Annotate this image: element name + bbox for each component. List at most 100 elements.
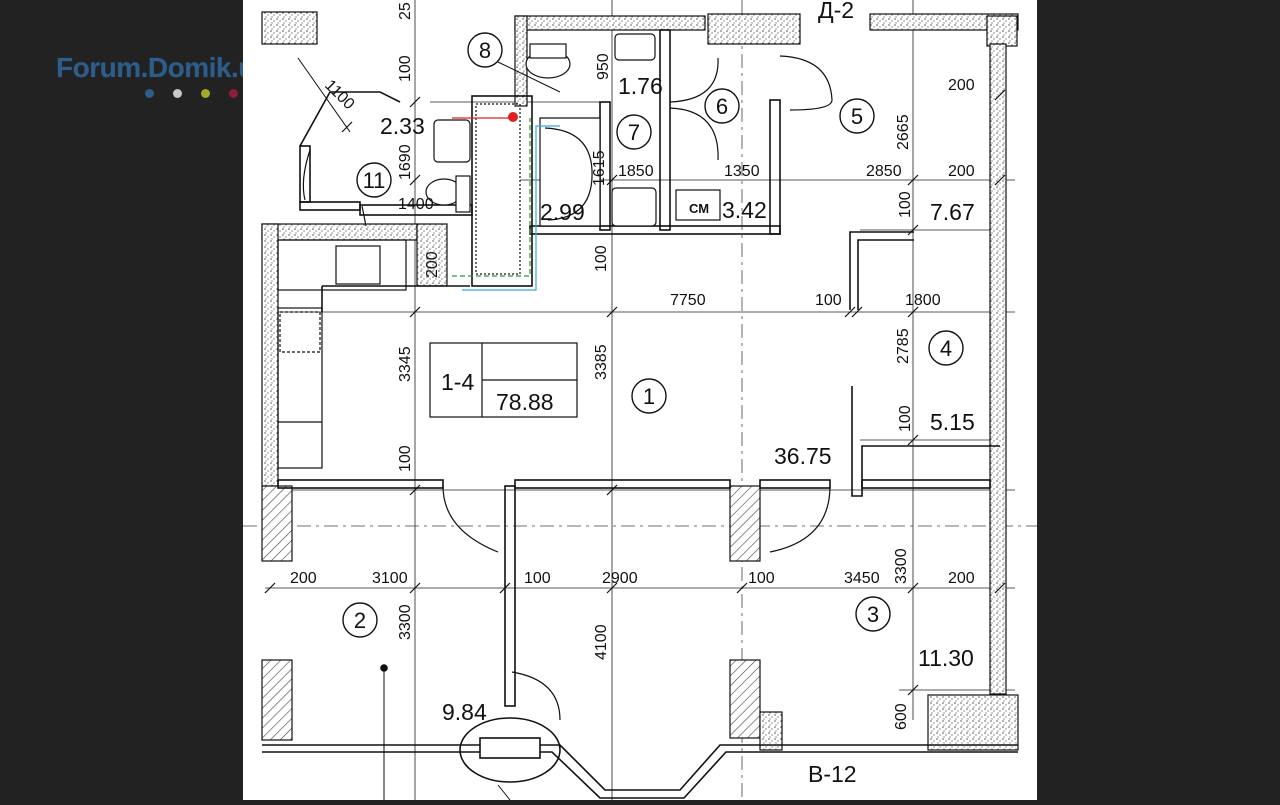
dim-label: 600: [893, 703, 910, 730]
dim-label: 200: [424, 251, 441, 278]
apartment-total-area: 78.88: [496, 389, 554, 415]
area-room-5: 7.67: [930, 199, 975, 225]
room-number-2: 2: [354, 608, 366, 633]
bathtub-icon: [539, 117, 601, 227]
leader-line: [497, 61, 561, 93]
dim-label: 200: [948, 77, 975, 94]
dim-label: 100: [593, 245, 610, 272]
partition-wall: [529, 225, 781, 235]
area-main: 36.75: [774, 443, 832, 469]
dim-label: 200: [948, 570, 975, 587]
dim-label: 200: [290, 570, 317, 587]
wall-block: [729, 659, 761, 739]
logo-dot-burgundy: [229, 89, 238, 98]
room-numbers: 1 2 3 4 5 6 7 8 11: [354, 38, 952, 633]
dim-label: 100: [815, 292, 842, 309]
room-number-5: 5: [851, 104, 863, 129]
pipe-blue: [462, 125, 560, 291]
wall-block: [514, 15, 528, 107]
area-laundry: 3.42: [722, 197, 767, 223]
door-swing: [442, 485, 499, 553]
pipe-riser: [508, 112, 518, 122]
room-number-7: 7: [628, 120, 640, 145]
dim-label: 100: [748, 570, 775, 587]
kitchen-cabinet: [277, 239, 407, 291]
dim-label: 100: [897, 191, 914, 218]
dim-label: 1800: [905, 292, 941, 309]
dim-label: 100: [897, 405, 914, 432]
logo-dot-blue: [145, 89, 154, 98]
wall-block: [261, 11, 318, 45]
area-wc-top: 1.76: [618, 73, 663, 99]
wall-block: [261, 659, 293, 741]
leader-line: [297, 57, 351, 133]
dimension-labels: 1400 1850 1350 2850 200 200 7750 100 180…: [290, 77, 975, 587]
dim-label: 3385: [593, 344, 610, 380]
area-bath: 2.99: [540, 199, 585, 225]
dim-label: 1350: [724, 163, 760, 180]
doors: [302, 55, 833, 721]
dim-label: 2785: [895, 328, 912, 364]
room-number-6: 6: [716, 94, 728, 119]
washbasin-icon: [614, 33, 656, 61]
area-room-3: 11.30: [918, 645, 974, 671]
floor-plan-sheet: 1 2 3 4 5 6 7 8 11 36.75 9.84 11.30 5.15…: [243, 0, 1037, 801]
kitchen-sink: [335, 245, 381, 285]
partition-wall: [849, 231, 914, 310]
dim-label: 4100: [593, 624, 610, 660]
room-number-8: 8: [479, 38, 491, 63]
wall-block: [759, 711, 783, 751]
room-number-3: 3: [867, 602, 879, 627]
bathtub-rim: [544, 127, 593, 221]
wall-block: [261, 223, 279, 487]
area-room-2: 9.84: [442, 699, 487, 725]
door-swing: [669, 57, 719, 103]
pipes: [452, 112, 560, 291]
axis-label-top: Д-2: [818, 0, 854, 23]
dimension-ticks: [264, 89, 1006, 696]
dim-label: 3450: [844, 570, 880, 587]
partition-wall: [471, 95, 533, 287]
dim-label: 100: [524, 570, 551, 587]
door-swing: [779, 55, 833, 111]
toilet-tank: [529, 43, 567, 59]
dim-label: 2900: [602, 570, 638, 587]
kitchen-cabinet: [277, 307, 323, 469]
logo-dot-grey: [173, 89, 182, 98]
partition-wall: [514, 479, 731, 489]
partition-wall: [769, 99, 781, 235]
room-markers: [342, 32, 964, 638]
dim-label: 2850: [866, 163, 902, 180]
dim-label: 950: [595, 53, 612, 80]
walls: [261, 11, 1019, 751]
room-number-4: 4: [940, 336, 952, 361]
axis-label-bottom: В-12: [808, 761, 857, 787]
dashed-axes: [243, 0, 1037, 800]
partition-wall: [277, 479, 444, 489]
partition-wall: [504, 485, 516, 707]
room-areas: 36.75 9.84 11.30 5.15 7.67 1.76 2.99 3.4…: [380, 0, 975, 787]
dim-label: 200: [948, 163, 975, 180]
site-logo[interactable]: Forum.Domik.ua: [56, 52, 270, 83]
floor-plan-drawing: 1 2 3 4 5 6 7 8 11 36.75 9.84 11.30 5.15…: [243, 0, 1037, 801]
logo-dot-olive: [201, 89, 210, 98]
partition-wall: [330, 91, 401, 103]
wall-block: [707, 13, 801, 45]
dim-label: 1100: [321, 77, 357, 113]
dim-label: 1615: [591, 150, 608, 186]
apartment-label-box: [429, 342, 578, 418]
partition-wall: [299, 201, 361, 211]
dim-label: 3300: [893, 548, 910, 584]
room-number-1: 1: [643, 384, 655, 409]
dim-label: 3300: [397, 604, 414, 640]
partition-wall: [861, 479, 991, 489]
dim-label: 25: [397, 2, 414, 20]
kitchen-counter: [277, 239, 407, 469]
door-swing: [302, 149, 311, 201]
dim-label: 1690: [397, 144, 414, 180]
wall-block: [869, 13, 1019, 31]
door-jamb: [361, 205, 367, 227]
logo-dots: [145, 89, 245, 99]
toilet-tank: [455, 175, 471, 213]
dim-label: 100: [397, 55, 414, 82]
